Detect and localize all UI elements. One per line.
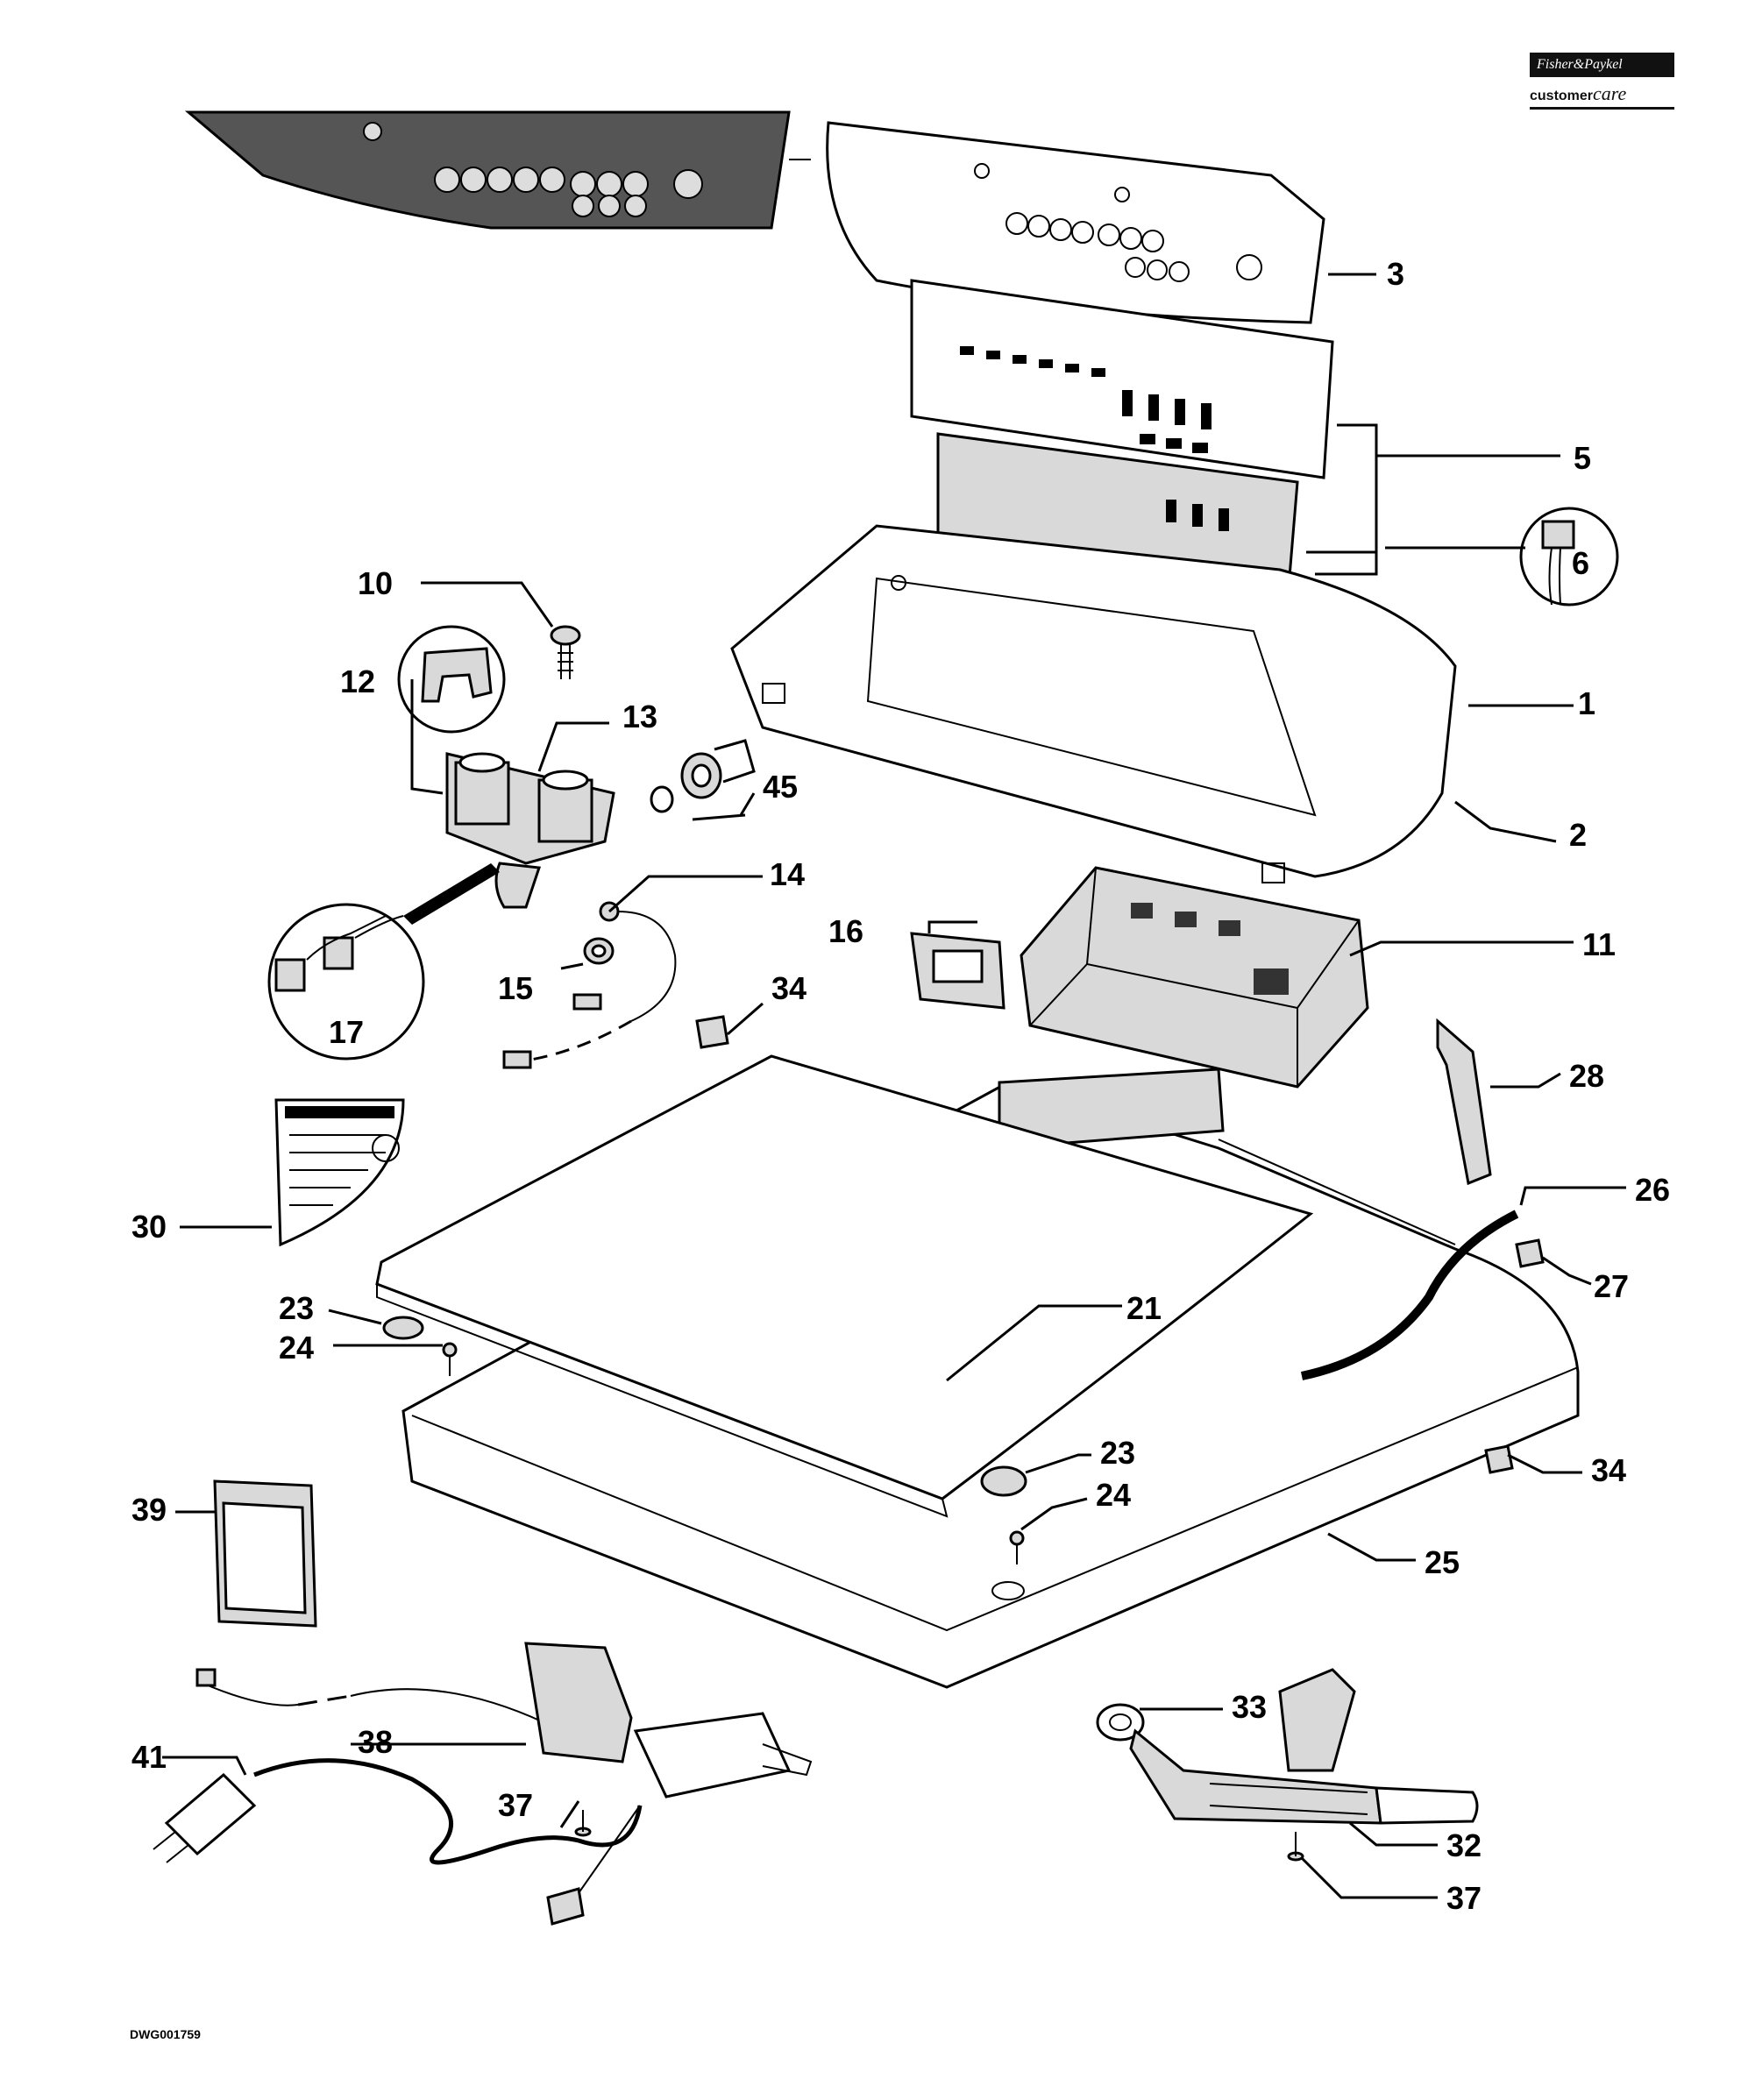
callout-32: 32 <box>1446 1827 1482 1863</box>
callout-16: 16 <box>828 913 863 949</box>
part-21-lid <box>375 1054 1314 1518</box>
part-30-warning-label <box>274 1098 405 1247</box>
brand-logo: Fisher&Paykel customercare <box>1530 53 1674 110</box>
callout-14: 14 <box>770 856 805 892</box>
brand-name: Fisher&Paykel <box>1530 53 1674 77</box>
panel-overlay-dark <box>184 110 811 230</box>
callout-11: 11 <box>1582 926 1616 962</box>
part-3-overlay <box>826 121 1325 324</box>
part-24-screw-right <box>1009 1530 1025 1564</box>
callout-25: 25 <box>1425 1544 1460 1580</box>
part-26-hose <box>1300 1210 1519 1380</box>
part-15-grommet <box>583 937 615 965</box>
callout-5: 5 <box>1574 440 1591 476</box>
part-13-inlet-valve <box>445 752 615 909</box>
callout-39: 39 <box>131 1492 167 1528</box>
part-41-power-cord <box>153 1758 643 1926</box>
brand-subtitle-prefix: customer <box>1530 89 1594 103</box>
part-34-clip-upper <box>695 1015 729 1049</box>
part-23-hinge-cap-right <box>980 1465 1027 1497</box>
callout-24-left: 24 <box>279 1330 314 1366</box>
callout-37-right: 37 <box>1446 1880 1482 1916</box>
callout-17: 17 <box>329 1014 364 1050</box>
part-23-hinge-cap-left <box>382 1316 424 1340</box>
callout-45: 45 <box>763 769 798 805</box>
part-28-bracket <box>1436 1018 1492 1186</box>
callout-labels: 3 5 6 10 1 12 13 45 2 14 15 16 34 11 17 … <box>131 256 1670 1916</box>
part-11-motor-controller <box>1020 866 1369 1089</box>
callout-13: 13 <box>622 699 657 734</box>
part-16-lid-switch <box>910 932 1005 1010</box>
callout-3: 3 <box>1387 256 1404 292</box>
part-17-valve-wiring <box>267 863 500 1061</box>
brand-subtitle: customercare <box>1530 82 1674 110</box>
part-32-drain-hose <box>1129 1668 1479 1825</box>
callout-38: 38 <box>358 1724 393 1760</box>
part-33-hose-clamp <box>1096 1703 1145 1742</box>
leader-lines <box>162 273 1626 1899</box>
callout-24-right: 24 <box>1096 1477 1131 1513</box>
part-2-console-cover <box>730 524 1457 883</box>
callout-1: 1 <box>1578 685 1595 721</box>
callout-41: 41 <box>131 1739 167 1775</box>
callout-30: 30 <box>131 1209 167 1245</box>
callout-21: 21 <box>1126 1290 1162 1326</box>
callout-23-right: 23 <box>1100 1435 1135 1471</box>
part-27-fitting <box>1515 1238 1545 1268</box>
callout-27: 27 <box>1594 1268 1629 1304</box>
callout-12: 12 <box>340 663 375 699</box>
part-12-valve-clip <box>397 625 506 734</box>
callout-26: 26 <box>1635 1172 1670 1208</box>
part-39-packet <box>213 1479 317 1628</box>
part-37-screw-left <box>574 1810 592 1837</box>
brand-subtitle-script: care <box>1593 82 1627 104</box>
callout-37-left: 37 <box>498 1787 533 1823</box>
part-38-filter-assembly <box>195 1642 813 1798</box>
part-5-control-board <box>910 279 1334 589</box>
part-37-screw-right <box>1287 1832 1304 1862</box>
callout-28: 28 <box>1569 1058 1604 1094</box>
drawing-id: DWG001759 <box>130 2027 201 2041</box>
part-34-clip-lower <box>1484 1444 1514 1474</box>
callout-2: 2 <box>1569 817 1587 853</box>
callout-23-left: 23 <box>279 1290 314 1326</box>
part-45-washers <box>650 752 722 813</box>
callout-33: 33 <box>1232 1689 1267 1725</box>
callout-34-upper: 34 <box>771 970 806 1006</box>
part-6-wire-connector <box>1519 507 1619 607</box>
callout-10: 10 <box>358 565 393 601</box>
part-10-screw <box>550 625 581 679</box>
callout-15: 15 <box>498 970 533 1006</box>
part-24-screw-left <box>442 1342 458 1376</box>
callout-6: 6 <box>1572 545 1589 581</box>
callout-34-lower: 34 <box>1591 1452 1626 1488</box>
